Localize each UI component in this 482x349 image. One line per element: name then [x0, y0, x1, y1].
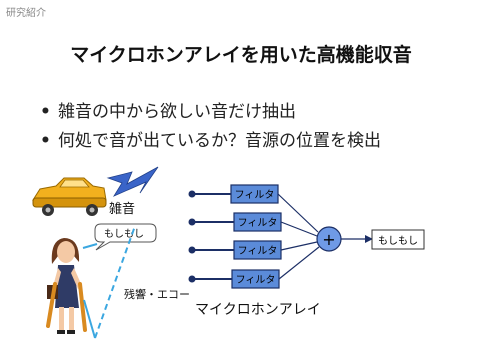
- glow-stroke-right: [78, 282, 87, 332]
- bullet-text-2: 何処で音が出ているか？音源の位置を検出: [58, 131, 381, 151]
- person-icon: [47, 238, 82, 334]
- lightning-icon: [106, 166, 159, 197]
- slide-title: マイクロホンアレイを用いた高機能収音: [70, 44, 412, 66]
- filter-block: フィルタ: [233, 240, 282, 260]
- arrow-head-icon: [365, 235, 373, 243]
- summation-node: +: [316, 226, 342, 252]
- noise-label: 雑音: [109, 201, 135, 217]
- speech-bubble-text: もしもし: [104, 228, 144, 240]
- filter-block: フィルタ: [230, 184, 279, 204]
- filter-label: フィルタ: [235, 189, 275, 201]
- filter-block: フィルタ: [231, 269, 280, 289]
- speech-bubble: もしもし: [94, 223, 157, 251]
- output-box: もしもし: [371, 229, 425, 250]
- bullet-text-1: 雑音の中から欲しい音だけ抽出: [58, 102, 296, 122]
- array-label: マイクロホンアレイ: [195, 302, 321, 318]
- echo-path-solid: [83, 299, 96, 339]
- echo-path-upper: [82, 243, 98, 249]
- microphone-icon: [188, 190, 234, 283]
- summation-connectors: [277, 193, 320, 280]
- car-icon: [32, 177, 107, 216]
- corner-label: 研究紹介: [6, 8, 46, 19]
- bullet-symbol: •: [40, 131, 51, 151]
- echo-path-dashed: [94, 225, 136, 339]
- glow-stroke-left: [46, 282, 57, 328]
- reverb-label: 残響・エコー: [124, 287, 190, 301]
- filter-label: フィルタ: [238, 217, 278, 229]
- bullet-item-2: • 何処で音が出ているか？音源の位置を検出: [40, 126, 381, 151]
- output-label: もしもし: [378, 235, 418, 247]
- filter-label: フィルタ: [238, 245, 278, 257]
- bullet-symbol: •: [40, 102, 51, 122]
- filter-label: フィルタ: [236, 274, 276, 286]
- filter-block: フィルタ: [233, 212, 282, 232]
- sum-symbol: +: [322, 230, 335, 249]
- bullet-item-1: • 雑音の中から欲しい音だけ抽出: [40, 97, 296, 122]
